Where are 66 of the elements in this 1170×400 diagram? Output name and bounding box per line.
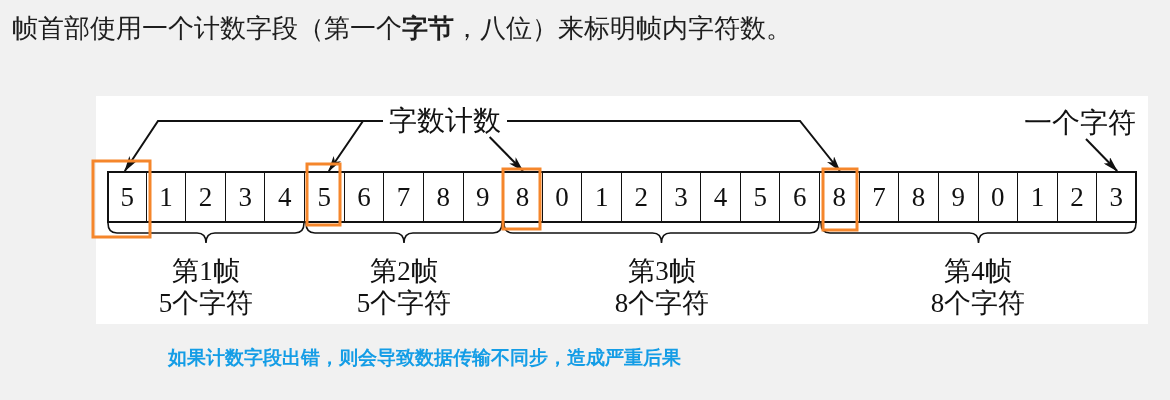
byte-cell [1057,171,1098,223]
cell-value: 5 [753,182,767,212]
byte-cell [740,171,781,223]
frame-label: 8个字符 [613,287,711,319]
byte-cell [344,171,385,223]
arrow [1085,138,1119,172]
byte-cell [542,171,583,223]
cell-value: 2 [634,182,649,212]
cell-value: 3 [1109,182,1123,212]
frame-label: 第1帧 [171,255,241,287]
byte-cell [463,171,504,223]
callout-label: 字数计数 [383,105,507,137]
cell-value: 1 [1030,182,1045,212]
cell-value: 4 [713,182,728,212]
cell-value: 0 [555,182,569,212]
frame-label: 第2帧 [369,255,439,287]
cell-value: 7 [396,182,411,212]
byte-cell [661,171,702,223]
frame-label: 第3帧 [627,255,697,287]
byte-cell [107,171,147,223]
frame-label: 8个字符 [929,287,1027,319]
byte-cell [305,171,345,223]
byte-cell [1097,171,1137,223]
cell-value: 5 [120,182,135,212]
byte-cell [978,171,1019,223]
title-text: 帧首部使用一个计数字段（第一个字节，八位）来标明帧内字符数。 [12,12,792,45]
cell-value: 0 [991,182,1005,212]
byte-cell [859,171,900,223]
byte-cell [899,171,939,223]
cell-value: 3 [238,182,252,212]
byte-cell [186,171,226,223]
frame-label: 5个字符 [157,287,255,319]
byte-cell [423,171,464,223]
cell-value: 8 [911,182,926,212]
byte-cell [225,171,266,223]
cell-value: 1 [159,182,173,212]
cell-value: 5 [317,182,332,212]
cell-value: 6 [357,182,371,212]
byte-cell [938,171,979,223]
cell-value: 9 [476,182,490,212]
byte-cell [384,171,424,223]
cell-value: 2 [198,182,213,212]
byte-cell [1018,171,1058,223]
byte-cell [503,171,543,223]
callout-label: 一个字符 [1020,107,1140,139]
frame-label: 5个字符 [355,287,453,319]
cell-value: 9 [951,182,965,212]
arrow [327,120,384,172]
cell-value: 3 [674,182,688,212]
byte-cell [701,171,741,223]
cell-value: 8 [436,182,450,212]
byte-cell [146,171,187,223]
cell-value: 2 [1070,182,1084,212]
cell-value: 1 [594,182,609,212]
byte-cell [582,171,622,223]
byte-cell [622,171,662,223]
cell-value: 4 [278,182,292,212]
cell-value: 6 [793,182,807,212]
byte-cell [265,171,306,223]
caption-text: 如果计数字段出错，则会导致数据传输不同步，造成严重后果 [168,345,681,370]
frame-label: 第4帧 [943,255,1013,287]
cell-value: 8 [832,182,847,212]
byte-cell [780,171,821,223]
cell-value: 7 [872,182,886,212]
cell-value: 8 [515,182,530,212]
byte-cell [820,171,860,223]
